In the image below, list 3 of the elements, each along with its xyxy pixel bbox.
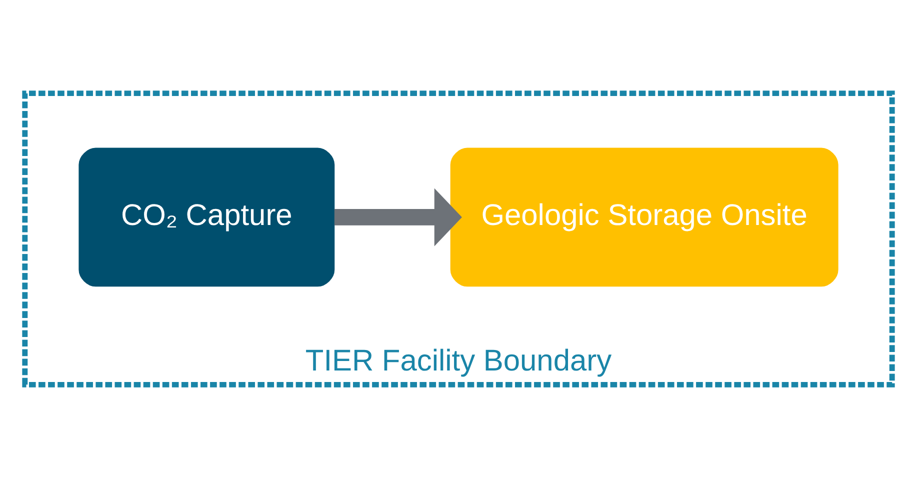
node-box: Geologic Storage Onsite [450, 148, 838, 287]
node-box: CO₂ Capture [78, 148, 335, 287]
arrow [334, 188, 462, 246]
